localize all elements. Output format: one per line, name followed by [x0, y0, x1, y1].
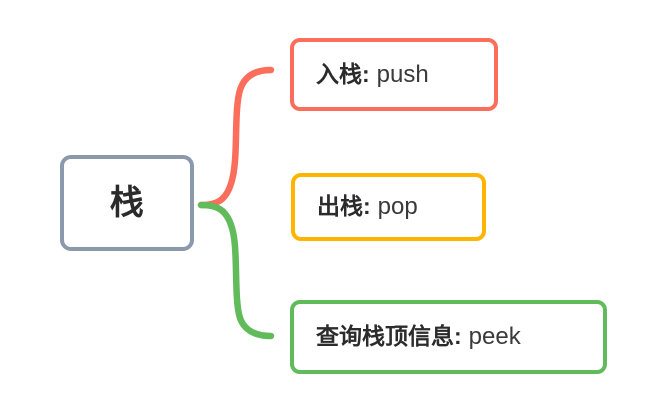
branch-pop-label-cn: 出栈:	[317, 193, 371, 219]
branch-push-label-cn: 入栈:	[316, 60, 370, 87]
branch-pop-label: 出栈: pop	[317, 195, 418, 219]
branch-peek-label-cn: 查询栈顶信息:	[316, 323, 462, 349]
branch-peek-label-en: peek	[468, 323, 521, 350]
connector-root-to-peek	[197, 201, 275, 340]
branch-node-push[interactable]: 入栈: push	[290, 38, 498, 111]
branch-push-label-en: push	[376, 60, 429, 88]
branch-push-label: 入栈: push	[316, 60, 429, 88]
branch-node-pop[interactable]: 出栈: pop	[291, 173, 486, 241]
root-node-label: 栈	[109, 184, 145, 222]
branch-pop-label-en: pop	[377, 193, 418, 220]
connector-root-to-push	[197, 66, 275, 209]
branch-peek-label: 查询栈顶信息: peek	[316, 325, 521, 349]
branch-node-peek[interactable]: 查询栈顶信息: peek	[290, 300, 607, 374]
root-node-stack[interactable]: 栈	[60, 155, 194, 251]
